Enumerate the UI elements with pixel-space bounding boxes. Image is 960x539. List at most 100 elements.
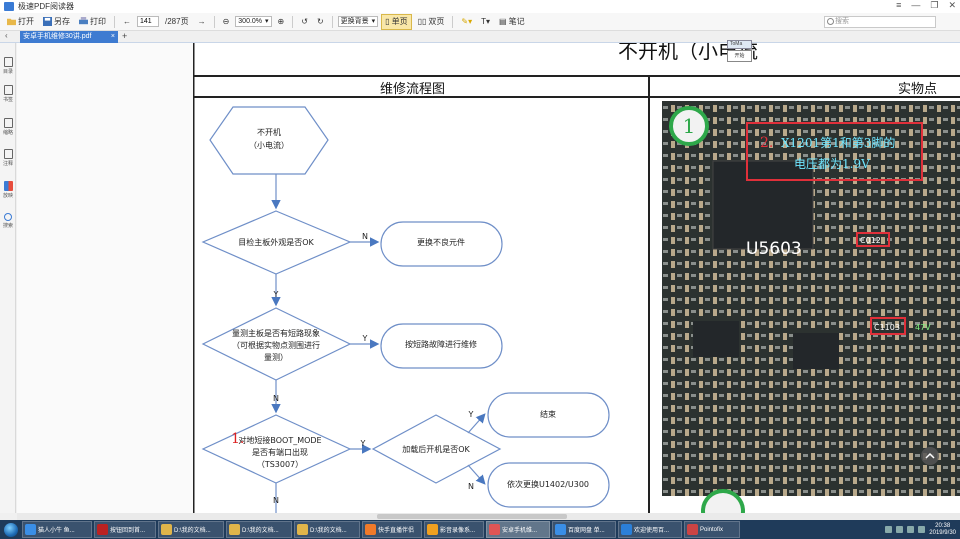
print-button[interactable]: 打印 [76, 14, 109, 30]
taskbar-item[interactable]: D:\我的文档... [226, 521, 292, 538]
next-page-button[interactable]: → [195, 14, 209, 30]
taskbar-item[interactable]: 安卓手机维... [486, 521, 550, 538]
tray-icon[interactable] [885, 526, 893, 533]
prev-page-button[interactable]: ← [120, 14, 134, 30]
flow-start-line2: （小电流） [249, 140, 289, 150]
floating-start-button[interactable]: 开始 [727, 50, 752, 62]
taskbar-item[interactable]: 按钮回到首... [94, 521, 156, 538]
minimize-button[interactable]: — [911, 0, 921, 10]
app-icon [489, 524, 500, 535]
chip-label: U5603 [746, 239, 802, 259]
flow-label-y: Y [360, 439, 366, 448]
text-tool-button[interactable]: T▾ [478, 14, 493, 30]
pdf-page-view[interactable]: 不开机（小电流 维修流程图 实物点 [193, 43, 960, 513]
flow-result-2 [380, 323, 503, 369]
taskbar-item-label: D:\我的文档... [310, 528, 347, 534]
save-as-button[interactable]: 另存 [40, 14, 73, 30]
horizontal-scrollbar[interactable] [17, 513, 960, 520]
close-button[interactable]: ✕ [948, 0, 956, 10]
flow-d3-line1: 对地短接BOOT_MODE [238, 435, 321, 445]
app-icon [229, 524, 240, 535]
double-page-button[interactable]: ▯▯ 双页 [417, 17, 445, 26]
sidebar-item-annotation[interactable]: 注释 [0, 149, 16, 167]
page-total: /287页 [165, 17, 189, 26]
toolbar-divider [452, 15, 454, 28]
sidebar-item-search[interactable]: 搜索 [0, 213, 16, 229]
chevron-up-icon [925, 452, 935, 459]
taskbar-item-label: 按钮回到首... [110, 528, 146, 534]
taskbar-item-label: 欢迎使用百... [634, 528, 670, 534]
maximize-button[interactable]: ❐ [930, 0, 939, 10]
chevron-down-icon: ▾ [265, 18, 269, 25]
taskbar-item[interactable]: 快手直播伴侣 [362, 521, 422, 538]
network-icon[interactable] [918, 526, 926, 533]
flow-d2-line1: 量测主板是否有短路现象 [232, 328, 320, 338]
taskbar-item-label: D:\我的文档... [242, 528, 279, 534]
start-button[interactable] [0, 520, 22, 539]
app-icon [161, 524, 172, 535]
search-box[interactable]: 搜索 [824, 16, 936, 28]
taskbar-item[interactable]: 猫人小牛 鱼... [22, 521, 92, 538]
open-button[interactable]: 打开 [4, 14, 37, 30]
zoom-out-button[interactable]: ⊖ [220, 14, 233, 30]
window-title: 极速PDF阅读器 [18, 2, 74, 11]
flow-start-line1: 不开机 [257, 127, 281, 137]
highlight-button[interactable]: ✎▾ [458, 14, 475, 30]
taskbar-item[interactable]: 百度网盘 单... [552, 521, 616, 538]
flow-d1-text: 目检主板外观是否OK [238, 237, 314, 247]
background-select[interactable]: 更换背景 ▾ [337, 16, 379, 27]
taskbar-item[interactable]: 欢迎使用百... [618, 521, 682, 538]
column-title-photo: 实物点 [898, 82, 937, 97]
thumbnail-icon [3, 118, 13, 128]
taskbar-item[interactable]: D:\我的文档... [158, 521, 224, 538]
chevron-down-icon: ▾ [371, 18, 376, 25]
menu-icon[interactable]: ≡ [896, 0, 902, 10]
pdf-page: 不开机（小电流 维修流程图 实物点 [193, 43, 960, 513]
windows-logo-icon [4, 522, 18, 537]
flow-label-y: Y [362, 334, 368, 343]
rotate-right-icon: ↻ [316, 17, 324, 26]
note-icon: ▤ [499, 17, 507, 26]
single-page-button[interactable]: ▯ 单页 [381, 13, 412, 30]
taskbar-item[interactable]: D:\我的文档... [294, 521, 360, 538]
volume-icon[interactable] [907, 526, 915, 533]
sidebar-item-bookmark[interactable]: 书签 [0, 85, 16, 103]
taskbar-item[interactable]: 影音录像系... [424, 521, 484, 538]
flow-r3-text: 结束 [540, 409, 556, 419]
rotate-right-button[interactable]: ↻ [314, 14, 327, 30]
note-button[interactable]: ▤ 笔记 [499, 17, 525, 26]
close-tab-icon[interactable]: × [110, 33, 115, 40]
flow-label-n: N [273, 394, 279, 403]
flow-d2-line2: （可根据实物点测围进行 [232, 340, 320, 350]
flow-label-n: N [362, 232, 368, 241]
taskbar-item-label: 安卓手机维... [502, 528, 538, 534]
tab-scroll-left-button[interactable]: ‹ [5, 31, 8, 40]
zoom-in-icon: ⊕ [277, 17, 285, 26]
scrollbar-thumb[interactable] [377, 514, 567, 519]
new-tab-button[interactable]: + [122, 31, 128, 41]
taskbar-item-label: 快手直播伴侣 [378, 528, 415, 534]
flowchart [201, 106, 610, 513]
bookmark-icon [3, 85, 13, 95]
highlighter-icon: ✎▾ [461, 17, 473, 26]
app-icon [25, 524, 36, 535]
scroll-up-button[interactable] [921, 447, 939, 465]
sidebar-item-toc[interactable]: 目录 [0, 57, 16, 75]
app-icon [427, 524, 438, 535]
tray-icon[interactable] [896, 526, 904, 533]
rotate-left-button[interactable]: ↺ [298, 14, 311, 30]
zoom-in-button[interactable]: ⊕ [275, 14, 288, 30]
single-page-icon: ▯ [385, 17, 390, 26]
zoom-out-icon: ⊖ [222, 17, 230, 26]
document-tab[interactable]: 安卓手机维修30讲.pdf × [20, 31, 118, 43]
sidebar-item-thumbnail[interactable]: 缩略 [0, 118, 16, 136]
cap1-box [856, 232, 890, 247]
zoom-select[interactable]: 300.0% ▾ [235, 16, 272, 27]
page-number-input[interactable] [137, 16, 159, 27]
toolbar-divider [213, 15, 215, 28]
clock[interactable]: 20:38 2019/9/30 [929, 522, 956, 536]
sidebar-item-slideshow[interactable]: 放映 [0, 181, 16, 199]
folder-icon [7, 18, 16, 26]
taskbar-item[interactable]: Pointofix [684, 521, 740, 538]
